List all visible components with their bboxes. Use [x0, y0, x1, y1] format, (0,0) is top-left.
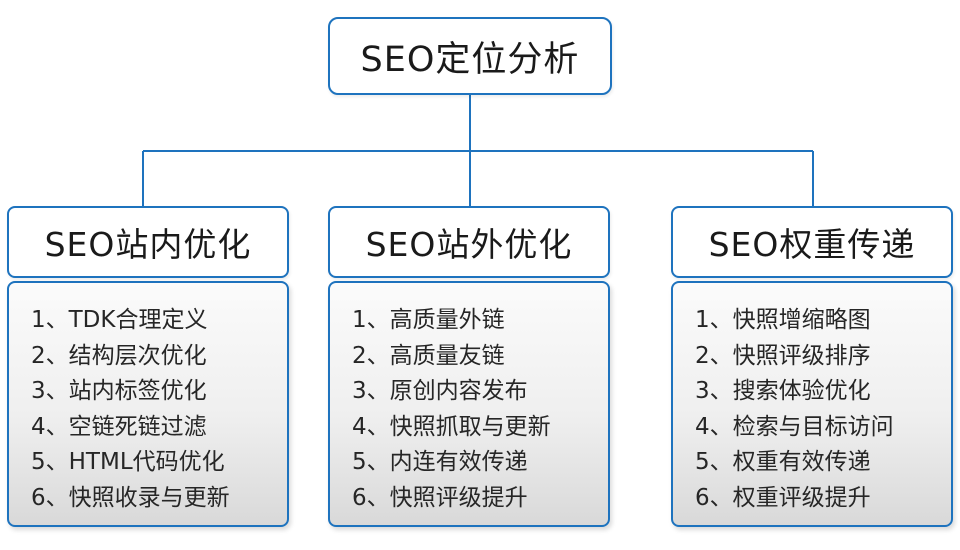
branch-weight-transfer: SEO权重传递 1、快照增缩略图 2、快照评级排序 3、搜索体验优化 4、检索与… — [671, 206, 953, 527]
list-item: 5、HTML代码优化 — [31, 449, 225, 475]
list-item: 1、快照增缩略图 — [695, 307, 871, 333]
list-item: 1、高质量外链 — [352, 307, 505, 333]
branch-offsite-title: SEO站外优化 — [328, 206, 610, 278]
list-item: 2、结构层次优化 — [31, 342, 207, 369]
list-item: 6、权重评级提升 — [695, 484, 871, 511]
list-item: 3、搜索体验优化 — [695, 378, 871, 404]
list-item: 2、快照评级排序 — [695, 342, 871, 369]
list-item: 1、TDK合理定义 — [31, 307, 208, 333]
list-item: 4、检索与目标访问 — [695, 413, 894, 440]
branch-offsite-list: 1、高质量外链 2、高质量友链 3、原创内容发布 4、快照抓取与更新 5、内连有… — [328, 281, 610, 527]
branch-offsite: SEO站外优化 1、高质量外链 2、高质量友链 3、原创内容发布 4、快照抓取与… — [328, 206, 610, 527]
list-item: 3、站内标签优化 — [31, 378, 207, 404]
branch-weight-transfer-title: SEO权重传递 — [671, 206, 953, 278]
list-item: 3、原创内容发布 — [352, 378, 528, 404]
list-item: 5、内连有效传递 — [352, 449, 528, 475]
list-item: 5、权重有效传递 — [695, 449, 871, 475]
branch-title-label: SEO权重传递 — [708, 225, 916, 264]
branch-weight-transfer-list: 1、快照增缩略图 2、快照评级排序 3、搜索体验优化 4、检索与目标访问 5、权… — [671, 281, 953, 527]
branch-title-label: SEO站外优化 — [365, 225, 573, 264]
root-node: SEO定位分析 — [328, 17, 612, 95]
list-item: 2、高质量友链 — [352, 342, 505, 369]
branch-onsite: SEO站内优化 1、TDK合理定义 2、结构层次优化 3、站内标签优化 4、空链… — [7, 206, 289, 527]
root-node-label: SEO定位分析 — [360, 39, 580, 80]
branch-title-label: SEO站内优化 — [44, 225, 252, 264]
list-item: 6、快照评级提升 — [352, 484, 528, 511]
branch-onsite-title: SEO站内优化 — [7, 206, 289, 278]
list-item: 4、快照抓取与更新 — [352, 413, 551, 440]
branch-onsite-list: 1、TDK合理定义 2、结构层次优化 3、站内标签优化 4、空链死链过滤 5、H… — [7, 281, 289, 527]
list-item: 6、快照收录与更新 — [31, 484, 230, 511]
list-item: 4、空链死链过滤 — [31, 413, 207, 440]
